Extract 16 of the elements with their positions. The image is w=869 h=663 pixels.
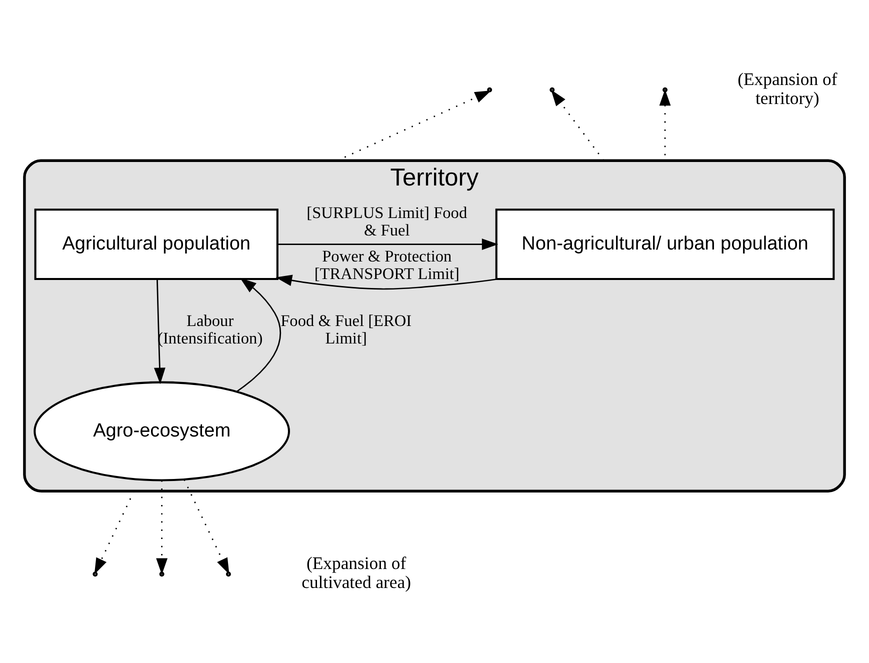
arrow — [551, 89, 604, 161]
edge-label: [SURPLUS Limit] Food & Fuel — [306, 202, 468, 240]
arrow — [154, 278, 166, 384]
arrow — [184, 478, 230, 574]
label: (Expansion of territory) — [738, 68, 838, 108]
arrow — [156, 480, 168, 574]
edge-label: Food & Fuel [EROI Limit] — [280, 310, 412, 348]
arrow — [94, 490, 135, 574]
arrow — [236, 277, 281, 392]
node-ellipse: Agro-ecosystem — [34, 380, 290, 481]
node-box: Non-agricultural/ urban population — [495, 208, 835, 280]
edge-label: Power & Protection [TRANSPORT Limit] — [314, 246, 460, 283]
node-box: Agricultural population — [34, 208, 278, 280]
arrow — [278, 238, 498, 250]
arrow — [276, 274, 498, 290]
label: (Expansion of cultivated area) — [302, 552, 412, 592]
